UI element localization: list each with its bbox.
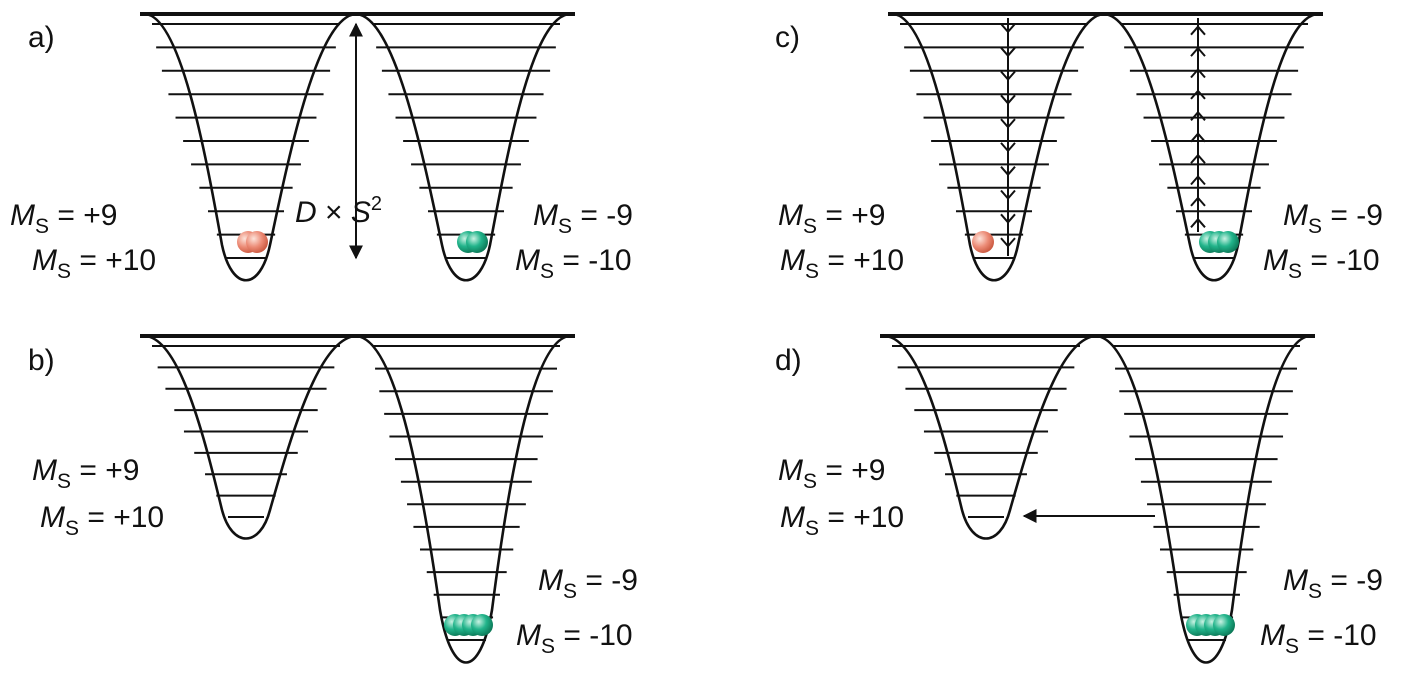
barrier-label: D × S2 [295, 193, 382, 229]
up-arrowhead [1190, 196, 1206, 207]
ms-label-plus10: MS = +10 [780, 244, 904, 283]
potential-curve [880, 334, 1315, 664]
down-arrowhead [1000, 70, 1016, 82]
left-well-energy-levels [900, 23, 1088, 259]
thermal-activation-arrows [1190, 18, 1206, 232]
up-arrowhead [1190, 25, 1206, 36]
up-arrowhead [1190, 67, 1206, 79]
green-particle [466, 231, 488, 253]
down-arrowhead [1000, 142, 1016, 153]
right-well-energy-levels [1112, 345, 1300, 641]
ms-label-plus9: MS = +9 [778, 199, 885, 238]
down-arrowhead [1000, 213, 1016, 224]
ms-label-plus9: MS = +9 [778, 454, 885, 493]
down-arrowhead [1000, 47, 1016, 58]
ms-label-plus9: MS = +9 [10, 199, 117, 238]
up-arrowhead [1190, 46, 1206, 57]
green-particle [1217, 231, 1239, 253]
ms-label-minus9: MS = -9 [533, 199, 633, 238]
thermal-relaxation-arrows [1000, 18, 1016, 256]
potential-curve [140, 12, 575, 282]
ms-label-minus9: MS = -9 [1283, 564, 1383, 603]
down-arrowhead [1000, 94, 1016, 105]
down-arrowhead [1000, 189, 1016, 201]
green-particle [471, 614, 493, 636]
left-well-energy-levels [892, 345, 1080, 518]
right-well-energy-levels [1120, 23, 1308, 259]
ms-label-plus10: MS = +10 [40, 501, 164, 540]
green-particle [1213, 614, 1235, 636]
ms-label-minus10: MS = -10 [516, 619, 633, 658]
panel-b-letter: b) [28, 344, 55, 377]
panel-b: b) MS = +9 MS = +10 MS = -9 MS = -10 [28, 334, 638, 664]
red-particle [246, 231, 268, 253]
panel-a-letter: a) [28, 21, 55, 54]
panel-c-letter: c) [775, 21, 800, 54]
up-arrowhead [1190, 110, 1206, 121]
up-arrowhead [1190, 132, 1206, 143]
up-arrowhead [1190, 153, 1206, 164]
right-well-energy-levels [372, 23, 560, 259]
ms-label-plus10: MS = +10 [780, 501, 904, 540]
panel-c: c) MS = +9 MS = +10 MS = -9 MS = -10 [775, 12, 1383, 283]
right-well-energy-levels [372, 345, 560, 641]
down-arrowhead [1000, 166, 1016, 177]
up-arrowhead [1190, 174, 1206, 186]
down-arrowhead [1000, 237, 1016, 248]
potential-curve [140, 334, 575, 664]
panel-d: d) MS = +9 MS = +10 MS = -9 MS = -10 [775, 334, 1383, 664]
left-well-energy-levels [152, 345, 340, 518]
panel-d-letter: d) [775, 344, 802, 377]
left-well-energy-levels [152, 23, 340, 259]
down-arrowhead [1000, 23, 1016, 34]
red-particle [972, 231, 994, 253]
potential-curve [888, 12, 1323, 282]
ms-label-minus9: MS = -9 [1283, 199, 1383, 238]
panel-a: a) D × S2 MS = +9 MS = +10 MS = -9 MS = … [10, 12, 633, 283]
down-arrowhead [1000, 118, 1016, 129]
ms-label-plus9: MS = +9 [32, 454, 139, 493]
ms-label-minus9: MS = -9 [538, 564, 638, 603]
ms-label-minus10: MS = -10 [515, 244, 632, 283]
ms-label-minus10: MS = -10 [1263, 244, 1380, 283]
ms-label-plus10: MS = +10 [32, 244, 156, 283]
up-arrowhead [1190, 89, 1206, 100]
up-arrowhead [1190, 217, 1206, 228]
ms-label-minus10: MS = -10 [1260, 619, 1377, 658]
